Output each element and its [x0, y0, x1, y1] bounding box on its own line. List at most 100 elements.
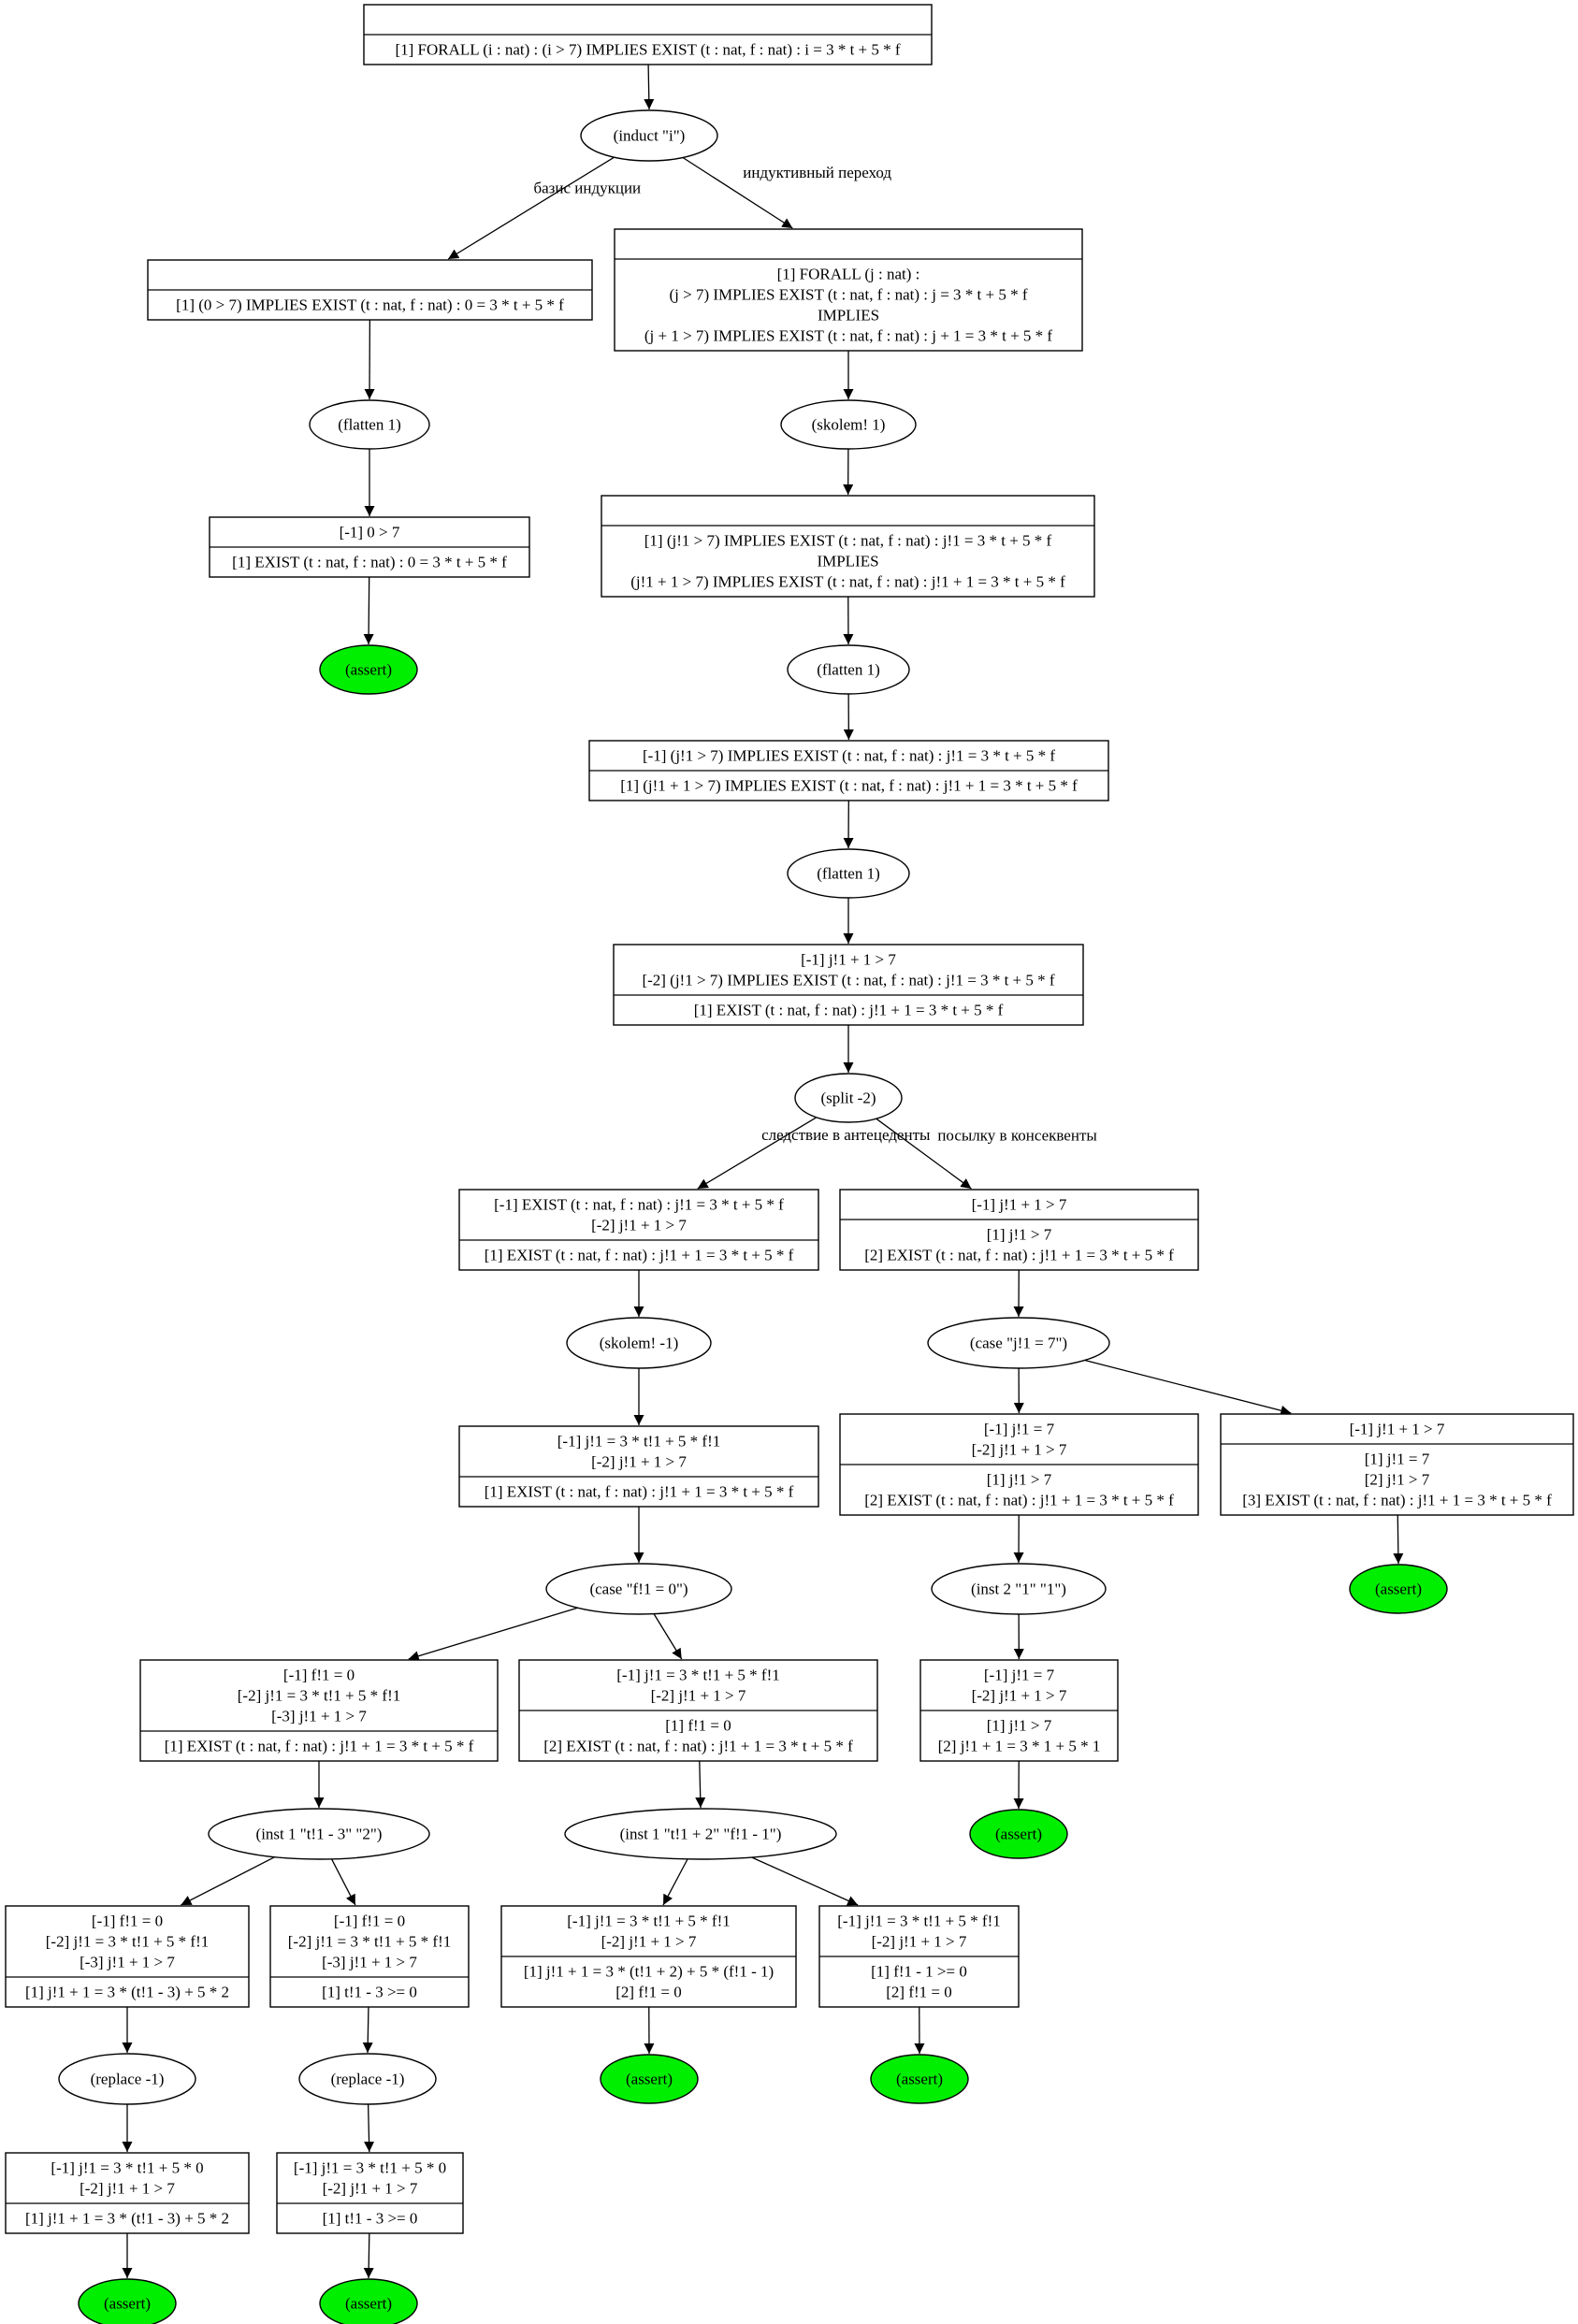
sequent-box-s15: [-1] j!1 = 7[-2] j!1 + 1 > 7[1] j!1 > 7[…: [919, 1659, 1119, 1762]
edge-r11-s16: [181, 1856, 275, 1906]
proof-rule-label: (inst 2 "1" "1"): [971, 1581, 1066, 1598]
antecedent-formula: [-1] EXIST (t : nat, f : nat) : j!1 = 3 …: [494, 1196, 784, 1214]
sequent-box-s5: [1] (j!1 > 7) IMPLIES EXIST (t : nat, f …: [601, 495, 1095, 598]
consequent-formula: IMPLIES: [818, 307, 879, 325]
sequent-box-s17: [-1] f!1 = 0[-2] j!1 = 3 * t!1 + 5 * f!1…: [269, 1905, 470, 2008]
proof-rule-r5: (flatten 1): [787, 848, 910, 899]
antecedent-formula: [-1] j!1 = 3 * t!1 + 5 * f!1: [616, 1667, 780, 1684]
edge-label: индуктивный переход: [743, 164, 891, 181]
consequent-formula: [1] EXIST (t : nat, f : nat) : 0 = 3 * t…: [232, 554, 507, 571]
proof-rule-ellipse: [545, 1563, 732, 1615]
sequent-frame: [613, 944, 1084, 1026]
consequent-formula: [1] j!1 + 1 = 3 * (t!1 + 2) + 5 * (f!1 -…: [524, 1963, 774, 1981]
edge-r9-s13: [408, 1607, 578, 1662]
proof-rule-ellipse: [787, 644, 910, 695]
sequent-frame: [839, 1189, 1199, 1271]
edge-s17-r14: [362, 2006, 373, 2054]
edge-s1-r1: [644, 64, 655, 110]
proof-rule-label: (induct "i"): [614, 127, 686, 145]
sequent-box-s12: [-1] j!1 + 1 > 7[1] j!1 = 7[2] j!1 > 7[3…: [1220, 1413, 1574, 1516]
sequent-box-s21: [-1] j!1 = 3 * t!1 + 5 * 0 [-2] j!1 + 1 >…: [276, 2152, 464, 2234]
antecedent-formula: [-2] (j!1 > 7) IMPLIES EXIST (t : nat, f…: [642, 972, 1054, 989]
assert-leaf-ellipse: [319, 644, 418, 695]
sequent-box-s1: [1] FORALL (i : nat) : (i > 7) IMPLIES E…: [363, 4, 933, 65]
edge-label: посылку в консеквенты: [937, 1127, 1097, 1145]
proof-rule-label: (case "f!1 = 0"): [589, 1581, 688, 1598]
antecedent-formula: [-2] j!1 + 1 > 7: [591, 1217, 687, 1234]
antecedent-formula: [-1] f!1 = 0: [283, 1667, 355, 1684]
antecedent-formula: [-1] j!1 = 3 * t!1 + 5 * f!1: [837, 1913, 1001, 1930]
sequent-box-s18: [-1] j!1 = 3 * t!1 + 5 * f!1[-2] j!1 + 1…: [500, 1905, 797, 2008]
antecedent-formula: [-2] j!1 + 1 > 7: [591, 1453, 687, 1471]
edge-label: следствие в антецеденты: [761, 1126, 931, 1144]
proof-rule-ellipse: [566, 1317, 712, 1369]
edge-label: базис индукции: [533, 180, 641, 197]
consequent-formula: [2] f!1 = 0: [886, 1984, 951, 2001]
assert-leaf-label: (assert): [896, 2071, 943, 2088]
edge-r8-s12: [1084, 1359, 1292, 1416]
antecedent-formula: [-2] j!1 + 1 > 7: [323, 2180, 418, 2198]
sequent-box-s9: [-1] j!1 + 1 > 7[1] j!1 > 7[2] EXIST (t …: [839, 1189, 1199, 1271]
sequent-frame: [458, 1189, 819, 1271]
sequent-frame: [139, 1659, 499, 1762]
consequent-formula: (j!1 + 1 > 7) IMPLIES EXIST (t : nat, f …: [630, 573, 1065, 591]
consequent-formula: [2] EXIST (t : nat, f : nat) : j!1 + 1 =…: [864, 1492, 1174, 1509]
antecedent-formula: [-2] j!1 + 1 > 7: [651, 1687, 746, 1705]
sequent-box-s10: [-1] j!1 = 3 * t!1 + 5 * f!1 [-2] j!1 + 1…: [458, 1425, 819, 1508]
consequent-formula: [2] EXIST (t : nat, f : nat) : j!1 + 1 =…: [543, 1738, 853, 1755]
edges-layer: базис индукции индуктивный переход следств…: [122, 64, 1404, 2279]
assert-leaf-a4: (assert): [600, 2054, 699, 2104]
sequent-frame: [614, 228, 1083, 352]
assert-leaf-label: (assert): [345, 2295, 392, 2313]
consequent-formula: [1] f!1 - 1 >= 0: [871, 1963, 967, 1981]
assert-leaf-a5: (assert): [870, 2054, 969, 2104]
assert-leaf-label: (assert): [626, 2071, 673, 2088]
sequent-box-s8: [-1] EXIST (t : nat, f : nat) : j!1 = 3 …: [458, 1189, 819, 1271]
antecedent-formula: [-2] j!1 = 3 * t!1 + 5 * f!1: [46, 1933, 210, 1951]
antecedent-formula: [-2] j!1 + 1 > 7: [601, 1933, 697, 1951]
sequent-box-s7: [-1] j!1 + 1 > 7[-2] (j!1 > 7) IMPLIES E…: [613, 944, 1084, 1026]
proof-rule-r14: (replace -1): [298, 2053, 437, 2105]
proof-rule-ellipse: [58, 2053, 196, 2105]
sequent-box-s20: [-1] j!1 = 3 * t!1 + 5 * 0[-2] j!1 + 1 >…: [5, 2152, 250, 2234]
sequent-frame: [458, 1425, 819, 1508]
antecedent-formula: [-1] j!1 = 3 * t!1 + 5 * f!1: [557, 1433, 721, 1451]
antecedent-formula: [-1] j!1 + 1 > 7: [1350, 1421, 1445, 1438]
proof-rule-r9: (case "f!1 = 0"): [545, 1563, 732, 1615]
antecedent-formula: [-1] j!1 = 3 * t!1 + 5 * 0: [294, 2159, 446, 2177]
proof-rule-ellipse: [298, 2053, 437, 2105]
assert-leaf-ellipse: [319, 2278, 418, 2324]
proof-rule-label: (inst 1 "t!1 - 3" "2"): [256, 1826, 383, 1843]
assert-leaf-label: (assert): [995, 1826, 1042, 1843]
assert-leaf-a6: (assert): [78, 2278, 177, 2324]
proof-rule-ellipse: [794, 1073, 903, 1123]
consequent-formula: [1] j!1 > 7: [987, 1471, 1052, 1489]
edge-r12-s19: [751, 1856, 859, 1906]
consequent-formula: [1] (j!1 > 7) IMPLIES EXIST (t : nat, f …: [644, 532, 1052, 550]
proof-rule-label: (split -2): [820, 1090, 876, 1107]
sequent-frame: [276, 2152, 464, 2234]
consequent-formula: (j + 1 > 7) IMPLIES EXIST (t : nat, f : …: [644, 327, 1053, 345]
edge-r11-s17: [330, 1858, 356, 1906]
assert-leaf-ellipse: [600, 2054, 699, 2104]
sequent-box-s16: [-1] f!1 = 0[-2] j!1 = 3 * t!1 + 5 * f!1…: [5, 1905, 250, 2008]
consequent-formula: [3] EXIST (t : nat, f : nat) : j!1 + 1 =…: [1242, 1492, 1552, 1509]
assert-leaf-a3: (assert): [969, 1809, 1068, 1859]
assert-leaf-a1: (assert): [319, 644, 418, 695]
sequent-box-s4: [-1] 0 > 7[1] EXIST (t : nat, f : nat) :…: [209, 516, 530, 578]
sequent-box-s6: [-1] (j!1 > 7) IMPLIES EXIST (t : nat, f…: [588, 740, 1109, 801]
antecedent-formula: [-3] j!1 + 1 > 7: [322, 1954, 417, 1971]
consequent-formula: [1] f!1 = 0: [665, 1717, 731, 1735]
antecedent-formula: [-1] j!1 = 3 * t!1 + 5 * 0: [51, 2159, 203, 2177]
sequent-box-s11: [-1] j!1 = 7[-2] j!1 + 1 > 7[1] j!1 > 7[…: [839, 1413, 1199, 1516]
edge-r12-s18: [662, 1858, 688, 1906]
proof-rule-label: (inst 1 "t!1 + 2" "f!1 - 1"): [620, 1826, 782, 1843]
sequent-frame: [1220, 1413, 1574, 1516]
antecedent-formula: [-2] j!1 + 1 > 7: [972, 1687, 1067, 1705]
consequent-formula: IMPLIES: [817, 553, 878, 570]
edge-r6-s9: [876, 1118, 972, 1190]
proof-rule-label: (replace -1): [331, 2071, 405, 2088]
consequent-formula: [1] FORALL (i : nat) : (i > 7) IMPLIES E…: [395, 41, 900, 59]
proof-rule-label: (skolem! 1): [812, 416, 886, 434]
consequent-formula: [1] EXIST (t : nat, f : nat) : j!1 + 1 =…: [485, 1483, 794, 1501]
